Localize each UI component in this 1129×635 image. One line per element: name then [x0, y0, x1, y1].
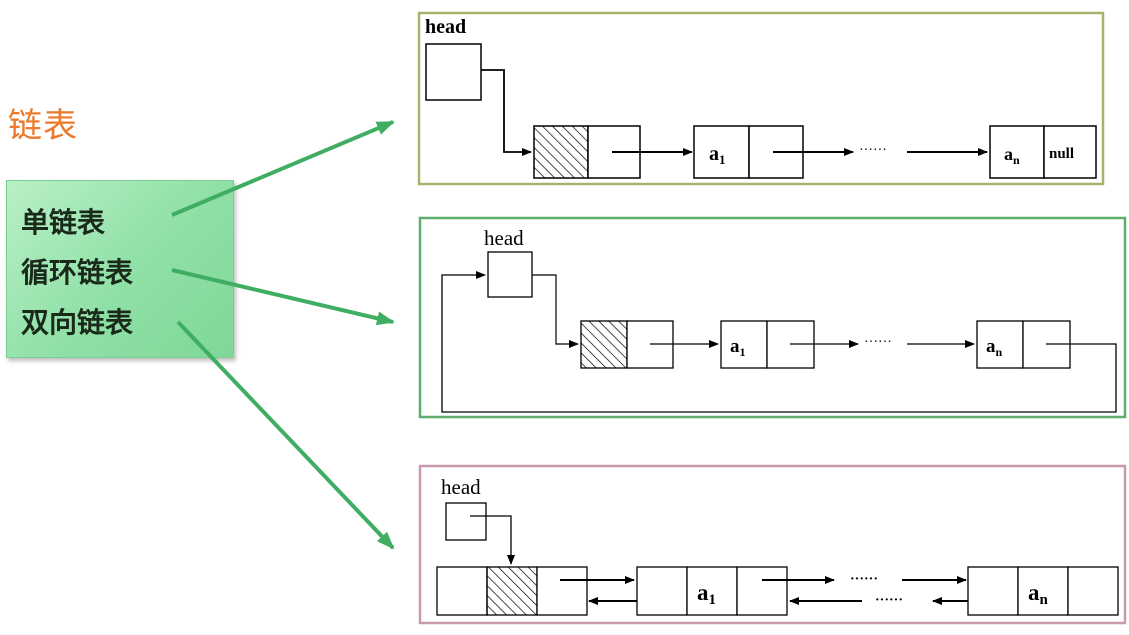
- doubly-a1-sub: 1: [709, 592, 717, 608]
- doubly-dots-bottom: ······: [875, 593, 903, 608]
- circular-head-label: head: [484, 226, 524, 250]
- circular-a1-sub: 1: [740, 345, 746, 359]
- circular-an-sub: n: [996, 345, 1003, 359]
- singly-frame: [417, 11, 1105, 186]
- arrow-to-doubly: [176, 320, 395, 550]
- type-doubly-linked: 双向链表: [21, 306, 134, 339]
- doubly-header-node-next: [536, 566, 588, 616]
- arrow-to-singly: [171, 120, 395, 217]
- singly-node-an-data: [989, 125, 1045, 179]
- type-circular-linked: 循环链表: [21, 256, 134, 289]
- svg-text:a1: a1: [730, 336, 746, 359]
- singly-a1-label: a: [709, 143, 719, 165]
- doubly-node-a1-data: [686, 566, 738, 616]
- doubly-header-node-prev: [436, 566, 488, 616]
- circular-node-an-data: [976, 320, 1024, 369]
- doubly-node-an-next: [1067, 566, 1119, 616]
- svg-text:a1: a1: [697, 580, 716, 608]
- circular-frame: [418, 216, 1127, 419]
- singly-linked-diagram: head a1 ······ an null: [417, 11, 1105, 186]
- circular-a1-label: a: [730, 336, 740, 357]
- singly-node-an-next: [1043, 125, 1097, 179]
- doubly-a1-label: a: [697, 580, 709, 605]
- svg-text:an: an: [1004, 144, 1020, 167]
- list-type-box: 单链表 循环链表 双向链表: [6, 180, 234, 358]
- doubly-node-an-prev: [967, 566, 1019, 616]
- singly-null-label: null: [1049, 146, 1074, 162]
- singly-header-node-data: [533, 125, 589, 179]
- doubly-node-a1-next: [736, 566, 788, 616]
- singly-head-label: head: [425, 16, 466, 38]
- circular-header-node-data: [580, 320, 628, 369]
- singly-head-box: [425, 43, 482, 101]
- singly-head-pointer: [481, 69, 532, 156]
- svg-text:an: an: [986, 336, 1003, 359]
- circular-node-a1-data: [720, 320, 768, 369]
- circular-dots: ······: [864, 335, 892, 350]
- singly-an-sub: n: [1013, 153, 1020, 167]
- circular-linked-diagram: head a1 ······ an: [418, 216, 1127, 419]
- doubly-head-label: head: [441, 475, 481, 499]
- doubly-dots-top: ······: [850, 572, 878, 587]
- singly-dots: ······: [859, 143, 887, 158]
- doubly-head-pointer: [470, 515, 515, 565]
- doubly-an-sub: n: [1040, 592, 1049, 608]
- arrow-to-circular: [171, 268, 395, 326]
- doubly-linked-diagram: head a1 ······ ······ an: [418, 464, 1127, 625]
- circular-an-label: a: [986, 336, 996, 357]
- doubly-node-a1-prev: [636, 566, 688, 616]
- page-title: 链表: [8, 106, 78, 146]
- pointer-arrows: [171, 120, 395, 550]
- doubly-frame: [418, 464, 1127, 625]
- doubly-node-an-data: [1017, 566, 1069, 616]
- circular-head-box: [487, 251, 533, 298]
- circular-loop-back: [441, 271, 1117, 413]
- singly-an-label: a: [1004, 144, 1013, 164]
- svg-text:a1: a1: [709, 143, 726, 167]
- circular-head-pointer: [532, 274, 579, 348]
- type-singly-linked: 单链表: [21, 206, 106, 239]
- singly-a1-sub: 1: [719, 152, 726, 167]
- doubly-header-node-data: [486, 566, 538, 616]
- doubly-an-label: a: [1028, 580, 1040, 605]
- doubly-head-box: [445, 502, 487, 541]
- singly-node-a1-data: [693, 125, 750, 179]
- svg-text:an: an: [1028, 580, 1049, 608]
